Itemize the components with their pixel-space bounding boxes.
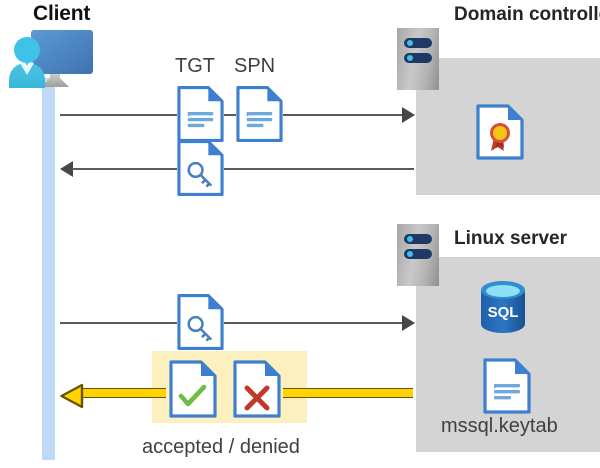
client-user-computer-icon <box>5 28 97 92</box>
server-bar-2 <box>404 249 432 259</box>
message-1-arrowhead <box>402 107 415 123</box>
server-led-2 <box>407 251 413 257</box>
message-3-line-right <box>224 322 413 324</box>
certificate-document-icon <box>476 104 524 165</box>
message-1-line-left <box>60 114 177 116</box>
tgt-label: TGT <box>175 55 215 77</box>
denied-document-icon <box>231 360 283 423</box>
message-3-arrowhead <box>402 315 415 331</box>
domain-controller-server-icon <box>397 28 439 90</box>
tgt-document-icon <box>177 85 224 148</box>
linux-server-server-icon <box>397 224 439 286</box>
ticket-key-document-icon <box>177 139 224 202</box>
domain-controller-title: Domain controller <box>454 4 600 25</box>
spn-label: SPN <box>234 55 276 77</box>
message-1-line-right <box>283 114 413 116</box>
keytab-file-label: mssql.keytab <box>441 415 558 437</box>
server-bar-2 <box>404 53 432 63</box>
linux-server-title: Linux server <box>454 228 567 249</box>
service-ticket-key-document-icon <box>177 293 224 356</box>
server-led-2 <box>407 55 413 61</box>
message-3-line-left <box>60 322 177 324</box>
message-2-line-right <box>224 168 414 170</box>
accepted-denied-label: accepted / denied <box>142 436 300 458</box>
svg-text:SQL: SQL <box>488 304 519 321</box>
message-2-line-left <box>72 168 177 170</box>
message-4-arrowhead <box>60 383 84 409</box>
client-title: Client <box>33 2 91 25</box>
server-bar-1 <box>404 234 432 244</box>
message-1-line-mid <box>224 114 236 116</box>
accepted-document-icon <box>167 360 219 423</box>
keytab-document-icon <box>483 358 531 419</box>
message-4-line-left <box>82 388 166 398</box>
message-2-arrowhead <box>60 161 73 177</box>
sql-database-icon: SQL <box>477 280 529 339</box>
server-led-1 <box>407 40 413 46</box>
spn-document-icon <box>236 85 283 148</box>
server-bar-1 <box>404 38 432 48</box>
server-led-1 <box>407 236 413 242</box>
message-4-line-right <box>283 388 413 398</box>
client-lifeline <box>42 78 55 460</box>
